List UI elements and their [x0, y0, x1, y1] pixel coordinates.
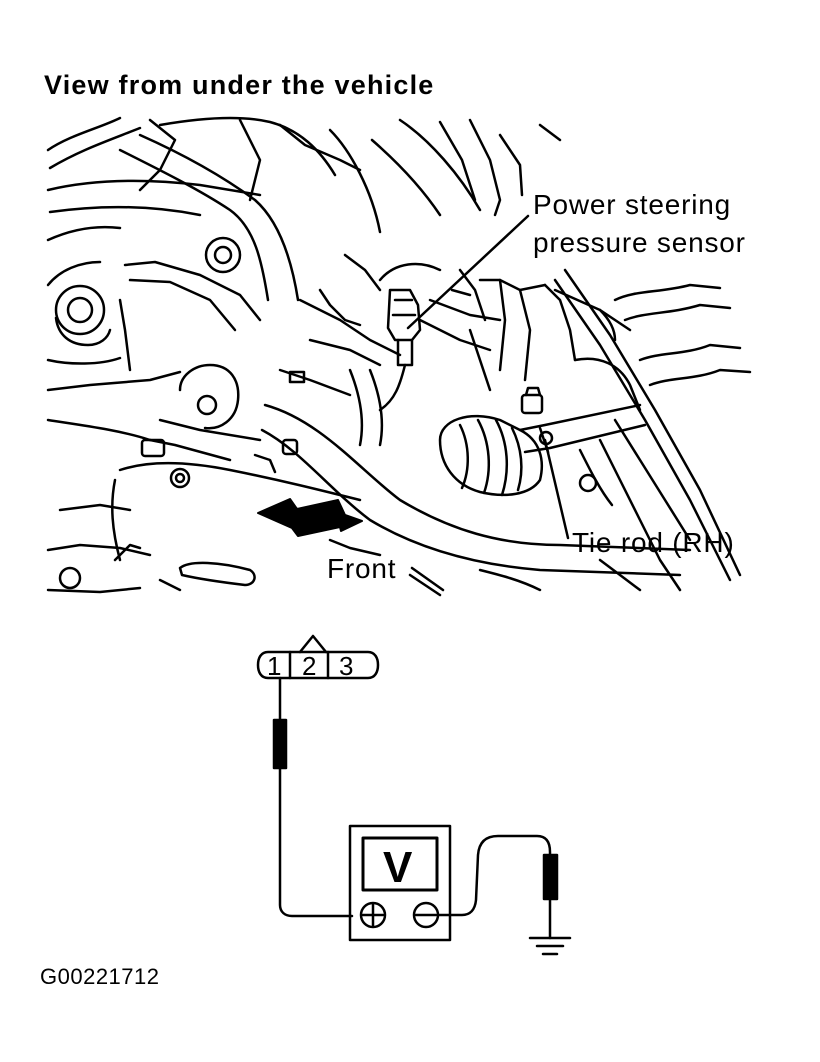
diagram-title: View from under the vehicle — [44, 70, 435, 100]
voltmeter-label: V — [383, 843, 413, 892]
figure-id: G00221712 — [40, 964, 160, 989]
connector-pin-2: 2 — [302, 651, 316, 681]
positive-test-probe — [272, 676, 354, 918]
front-direction-arrow — [257, 498, 363, 537]
voltmeter: V — [348, 824, 452, 942]
front-label: Front — [327, 553, 397, 584]
sensor-label-line1: Power steering — [533, 189, 731, 220]
front-leader-line — [410, 566, 445, 592]
tie-rod-leader-line — [543, 438, 570, 540]
connector-diagram: 1 2 3 — [256, 634, 380, 681]
sensor-label-line2: pressure sensor — [533, 227, 746, 258]
negative-test-probe — [436, 834, 559, 940]
tie-rod-label: Tie rod (RH) — [572, 527, 735, 558]
sensor-leader-line — [406, 214, 530, 330]
engine-bay-illustration — [46, 116, 752, 597]
connector-pin-1: 1 — [267, 651, 281, 681]
connector-pin-3: 3 — [339, 651, 353, 681]
negative-terminal-icon — [412, 901, 440, 929]
ground-icon — [528, 936, 572, 956]
positive-terminal-icon — [359, 901, 387, 929]
